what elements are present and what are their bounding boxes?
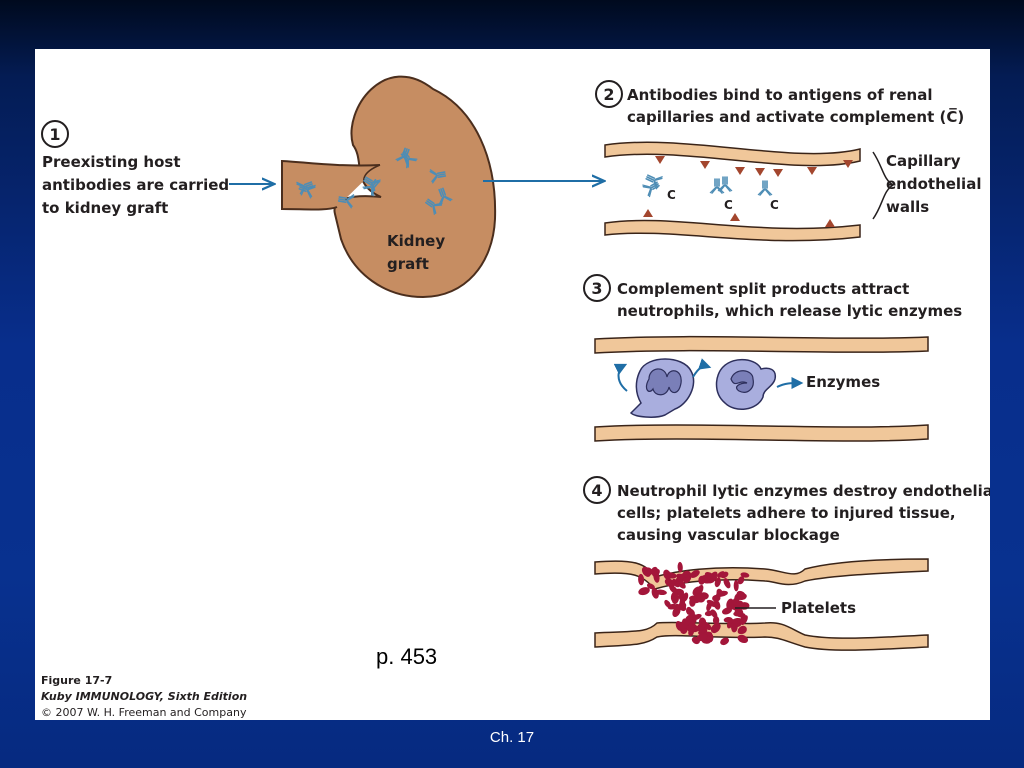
platelets-label: Platelets (781, 599, 856, 617)
enzymes-label: Enzymes (806, 373, 880, 391)
step1-line2: antibodies are carried (42, 176, 229, 194)
platelet (682, 592, 689, 602)
step1-badge: 1 (41, 120, 69, 148)
platelet (710, 622, 721, 634)
kidney-label-line2: graft (387, 255, 429, 273)
step4-number: 4 (591, 481, 602, 500)
slide-footer: Ch. 17 (489, 729, 535, 746)
platelet (685, 606, 693, 615)
caption-book: Kuby IMMUNOLOGY, Sixth Edition (41, 690, 248, 703)
platelet (663, 569, 672, 580)
platelet (692, 586, 701, 596)
complement-c3: C (770, 198, 779, 212)
platelet (646, 583, 655, 590)
platelet (710, 609, 718, 619)
platelet (733, 611, 742, 617)
platelet (651, 566, 659, 576)
capillary-vessel (604, 141, 861, 242)
platelet (733, 580, 739, 592)
platelet (731, 617, 743, 625)
neutrophil-1 (629, 358, 695, 418)
step1-line3: to kidney graft (42, 199, 168, 217)
step2-line2: capillaries and activate complement (C̅) (627, 106, 964, 126)
renal-antigens (643, 156, 853, 227)
platelet (678, 602, 687, 610)
step3-line2: neutrophils, which release lytic enzymes (617, 302, 962, 320)
platelet (714, 577, 721, 588)
platelet (723, 578, 731, 589)
step2-badge: 2 (595, 80, 623, 108)
platelet (738, 625, 747, 635)
step2-line1: Antibodies bind to antigens of renal (627, 86, 932, 104)
platelet (699, 592, 709, 600)
platelet (712, 616, 720, 625)
enzyme-arrow-1 (613, 363, 628, 392)
platelet (704, 571, 715, 581)
step3-line1: Complement split products attract (617, 280, 909, 298)
platelet (696, 633, 708, 642)
step3-number: 3 (591, 279, 602, 298)
platelet (696, 626, 708, 633)
capillary-label-line1: Capillary (886, 152, 961, 170)
step4-line1: Neutrophil lytic enzymes destroy endothe… (617, 482, 990, 500)
complement-c2: C (724, 198, 733, 212)
platelet-cluster (638, 561, 750, 646)
platelet (716, 588, 723, 597)
complement-c1: C (667, 188, 676, 202)
step1-line1: Preexisting host (42, 153, 181, 171)
kidney-label-line1: Kidney (387, 232, 445, 250)
platelet (712, 594, 721, 602)
enzyme-arrow-3 (776, 377, 804, 390)
neutrophil-2 (715, 358, 777, 410)
platelet (737, 576, 745, 585)
figure-caption: Figure 17-7 Kuby IMMUNOLOGY, Sixth Editi… (41, 673, 247, 721)
platelet (675, 573, 685, 582)
platelet (682, 617, 693, 625)
platelet (690, 570, 700, 578)
caption-copyright: © 2007 W. H. Freeman and Company (41, 706, 247, 719)
platelet (677, 561, 683, 573)
caption-figure: Figure 17-7 (41, 674, 113, 687)
platelet (737, 634, 749, 644)
platelet (664, 599, 671, 608)
enzyme-arrow-2 (692, 358, 712, 378)
platelet (740, 572, 750, 578)
platelet (691, 613, 702, 621)
step4-line2: cells; platelets adhere to injured tissu… (617, 504, 956, 522)
page-reference: p. 453 (376, 644, 438, 669)
platelet (720, 637, 730, 646)
capillary-label-line2: endothelial (886, 175, 981, 193)
kidney-graft-illustration (281, 75, 497, 299)
step4-line3: causing vascular blockage (617, 526, 840, 544)
bound-antibodies (641, 169, 773, 198)
platelet (740, 613, 747, 623)
platelet (736, 590, 747, 600)
capillary-label-line3: walls (886, 198, 929, 216)
rejection-diagram: 1 Preexisting host antibodies are carrie… (41, 75, 990, 651)
platelet (698, 575, 705, 585)
step3-badge: 3 (583, 274, 611, 302)
platelet (638, 587, 650, 596)
platelet (706, 601, 712, 612)
platelet (651, 587, 659, 599)
step1-number: 1 (49, 125, 60, 144)
step2-number: 2 (603, 85, 614, 104)
platelet (638, 573, 645, 586)
capillary-bracket (872, 151, 895, 220)
step4-badge: 4 (583, 476, 611, 504)
platelet (670, 591, 678, 603)
step3-vessel (594, 335, 929, 442)
platelet (716, 571, 725, 578)
slide-panel: 1 Preexisting host antibodies are carrie… (35, 49, 990, 720)
platelet (726, 598, 734, 610)
platelet (664, 578, 675, 588)
platelet (641, 566, 651, 577)
